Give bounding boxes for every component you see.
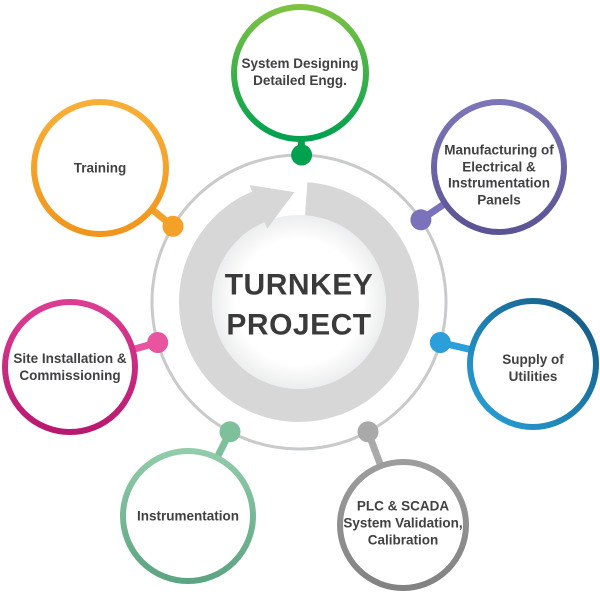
bubble-instrumentation (120, 448, 256, 584)
bubble-manufacturing-panels (431, 99, 567, 235)
orbit-dot-instrumentation (219, 421, 241, 443)
cycle-arrow-band (179, 182, 419, 422)
orbit-dot-supply-of-utilities (429, 332, 451, 353)
bubble-system-designing (231, 4, 369, 142)
bubble-site-installation (2, 299, 138, 435)
cycle-arrowhead-icon (249, 184, 295, 229)
orbit-dot-manufacturing-panels (410, 209, 432, 231)
orbit-dot-site-installation (147, 332, 169, 353)
bubble-training (31, 99, 169, 237)
orbit-dot-plc-scada (357, 421, 379, 443)
bubble-supply-of-utilities (467, 298, 599, 430)
orbit-dot-training (162, 215, 184, 237)
orbit-dot-system-designing (291, 144, 313, 166)
bubble-plc-scada (337, 459, 469, 591)
hub-disc (212, 215, 386, 389)
